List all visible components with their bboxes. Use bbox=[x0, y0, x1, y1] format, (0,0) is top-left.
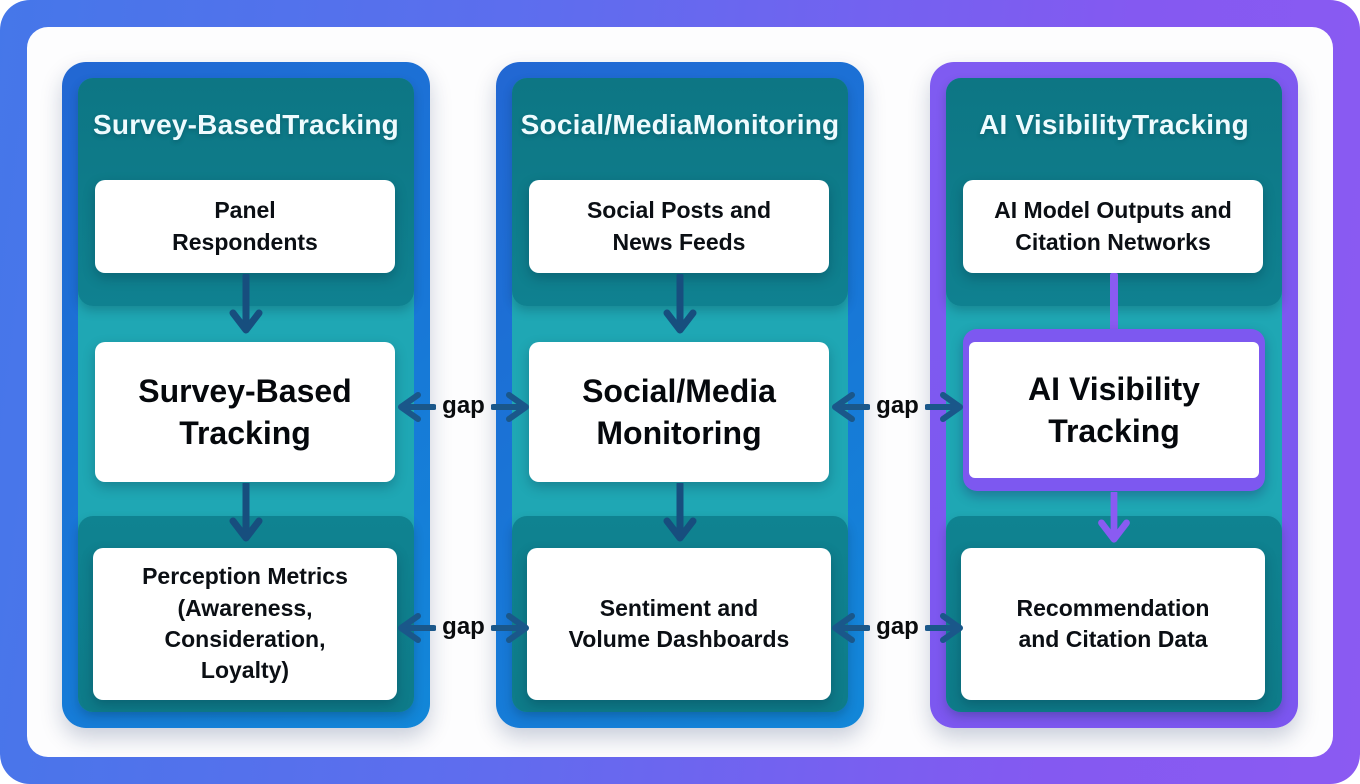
gap-label: gap bbox=[442, 613, 485, 640]
gap-connector-social-ai-method: gap bbox=[830, 389, 965, 425]
gap-connector-social-ai-output: gap bbox=[830, 610, 965, 646]
gap-label: gap bbox=[442, 392, 485, 419]
gap-label: gap bbox=[876, 392, 919, 419]
right-arrow-icon bbox=[924, 392, 963, 422]
right-arrow-icon bbox=[490, 613, 529, 643]
down-arrow-icon bbox=[229, 483, 263, 542]
down-arrow-icon bbox=[229, 274, 263, 334]
column-ai-visibility-tracking: AI VisibilityTracking AI Model Outputs a… bbox=[930, 62, 1298, 728]
left-arrow-icon bbox=[832, 392, 870, 422]
connector-line bbox=[1110, 273, 1118, 331]
output-box-perception-metrics: Perception Metrics(Awareness,Considerati… bbox=[93, 548, 397, 700]
column-header: AI VisibilityTracking bbox=[979, 109, 1249, 141]
left-arrow-icon bbox=[398, 613, 436, 643]
gap-label: gap bbox=[876, 613, 919, 640]
column-header: Social/MediaMonitoring bbox=[520, 109, 840, 141]
left-arrow-icon bbox=[398, 392, 436, 422]
gap-connector-survey-social-output: gap bbox=[396, 610, 531, 646]
down-arrow-icon bbox=[663, 483, 697, 542]
down-arrow-icon bbox=[1098, 492, 1130, 543]
column-header: Survey-BasedTracking bbox=[93, 109, 399, 141]
gap-connector-survey-social-method: gap bbox=[396, 389, 531, 425]
right-arrow-icon bbox=[924, 613, 963, 643]
left-arrow-icon bbox=[832, 613, 870, 643]
right-arrow-icon bbox=[490, 392, 529, 422]
down-arrow-icon bbox=[663, 274, 697, 334]
